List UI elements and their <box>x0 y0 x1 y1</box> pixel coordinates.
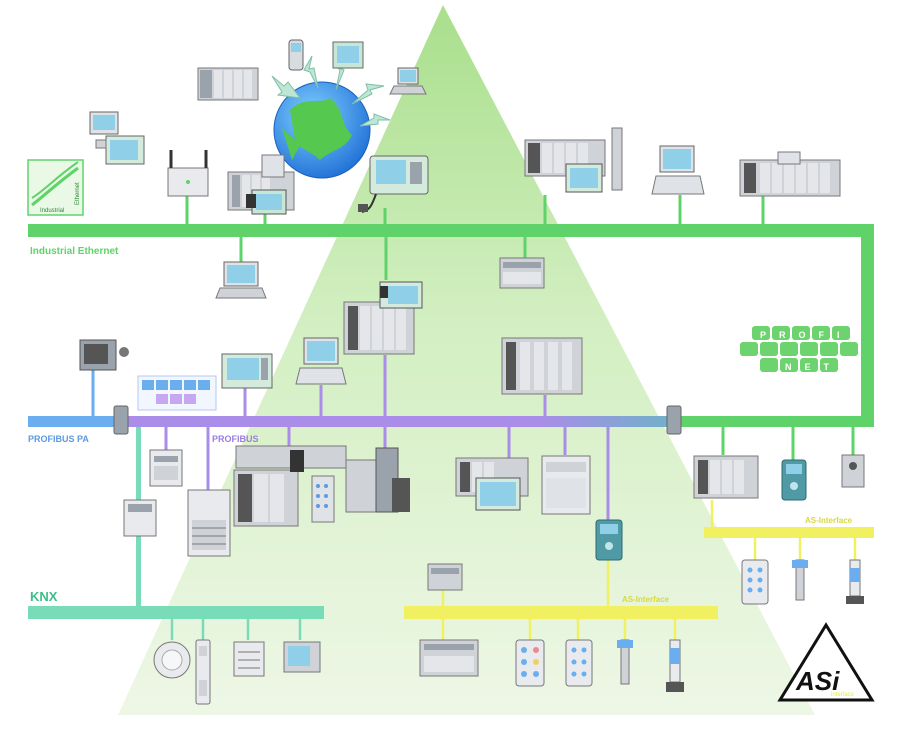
knx-bus-line <box>28 606 324 619</box>
wall-switch-icon <box>195 639 211 705</box>
ethernet-bus-line <box>28 224 874 237</box>
device-icons <box>79 39 865 705</box>
link-module-icon <box>841 454 865 488</box>
compact-plc-icon <box>499 257 545 289</box>
hmi-panel-icon <box>332 41 364 69</box>
plc-cluster-icon <box>343 281 423 355</box>
laptop-icon <box>389 67 427 95</box>
drive-unit-icon <box>541 455 591 515</box>
plc-rack-icon <box>739 151 841 197</box>
profibus-pa-label: PROFIBUS PA <box>28 434 89 444</box>
industrial-ethernet-label: Industrial Ethernet <box>30 246 119 257</box>
drive-cabinet-icon <box>187 489 231 557</box>
compact-plc-icon <box>427 563 463 591</box>
pc-icon <box>295 337 347 385</box>
asi-right-label: AS-Interface <box>805 516 853 525</box>
mobile-phone-icon <box>288 39 304 71</box>
profibus-drops <box>91 355 610 520</box>
profibus-line <box>122 416 677 427</box>
plc-with-panel-icon <box>455 457 529 511</box>
dp-coupler-icon <box>123 499 157 537</box>
sensor-icon <box>792 559 808 601</box>
knx-drops <box>170 619 302 640</box>
industrial-ethernet-bus: Industrial Ethernet <box>28 224 874 427</box>
distributed-io-icon <box>233 445 347 527</box>
plc-rack-icon <box>524 127 623 193</box>
sensor-icon <box>617 639 633 685</box>
dp-pa-coupler <box>113 405 129 435</box>
signal-column-icon <box>666 639 684 692</box>
profibus-label: PROFIBUS <box>212 434 259 444</box>
laptop-icon <box>215 261 267 299</box>
asi-bottom-label: AS-Interface <box>622 595 670 604</box>
plc-with-panel-icon <box>227 154 295 215</box>
field-device-icon <box>79 339 129 371</box>
asi-drops <box>441 500 857 640</box>
knx-panel-icon <box>283 641 321 673</box>
asi-bus-bottom: AS-Interface <box>404 595 718 619</box>
pc-icon <box>651 145 705 195</box>
asi-logo-sub: interface <box>831 692 855 698</box>
ie-logo-text-2: Ethernet <box>75 182 81 205</box>
profinet-logo-top: PROFI <box>760 330 853 340</box>
access-point-icon <box>167 150 209 197</box>
ie-pb-link <box>666 405 682 435</box>
ethernet-bus-riser <box>861 224 874 424</box>
knx-actuator-icon <box>233 641 265 677</box>
asi-right-line <box>704 527 874 538</box>
asi-io-module-icon <box>565 639 593 687</box>
hmi-panel-icon <box>221 353 273 389</box>
asi-logo-main: ASi <box>795 666 840 696</box>
industrial-ethernet-logo: Industrial Ethernet <box>27 159 84 216</box>
plc-rack-icon <box>501 337 583 395</box>
asi-io-module-icon <box>741 559 769 605</box>
asi-logo: ASi interface <box>777 622 875 702</box>
profinet-logo: PROFI NET <box>740 326 858 372</box>
plc-cluster-icon <box>693 455 759 499</box>
io-module-icon <box>149 449 183 487</box>
asi-master-icon <box>781 459 807 501</box>
profinet-logo-bottom: NET <box>785 362 842 372</box>
ethernet-drops <box>185 195 855 460</box>
asi-bus-right: AS-Interface <box>704 516 874 538</box>
profibus-bus: PROFIBUS PA PROFIBUS <box>28 405 682 444</box>
automation-pyramid <box>118 5 815 715</box>
plc-rack-icon <box>197 67 259 101</box>
profibus-pa-line <box>28 416 122 427</box>
smoke-detector-icon <box>153 641 191 679</box>
asi-io-module-icon <box>515 639 545 687</box>
signal-column-icon <box>846 559 864 604</box>
ethernet-bus-return <box>676 416 874 427</box>
profibus-logo <box>137 375 217 411</box>
knx-label: KNX <box>30 589 58 604</box>
asi-master-icon <box>595 519 623 561</box>
logic-module-icon <box>419 639 479 677</box>
ie-logo-text-1: Industrial <box>40 208 64 214</box>
mobile-panel-icon <box>358 155 429 213</box>
pc-icon <box>89 111 145 165</box>
asi-bottom-line <box>404 606 718 619</box>
frequency-converter-icon <box>345 447 410 513</box>
